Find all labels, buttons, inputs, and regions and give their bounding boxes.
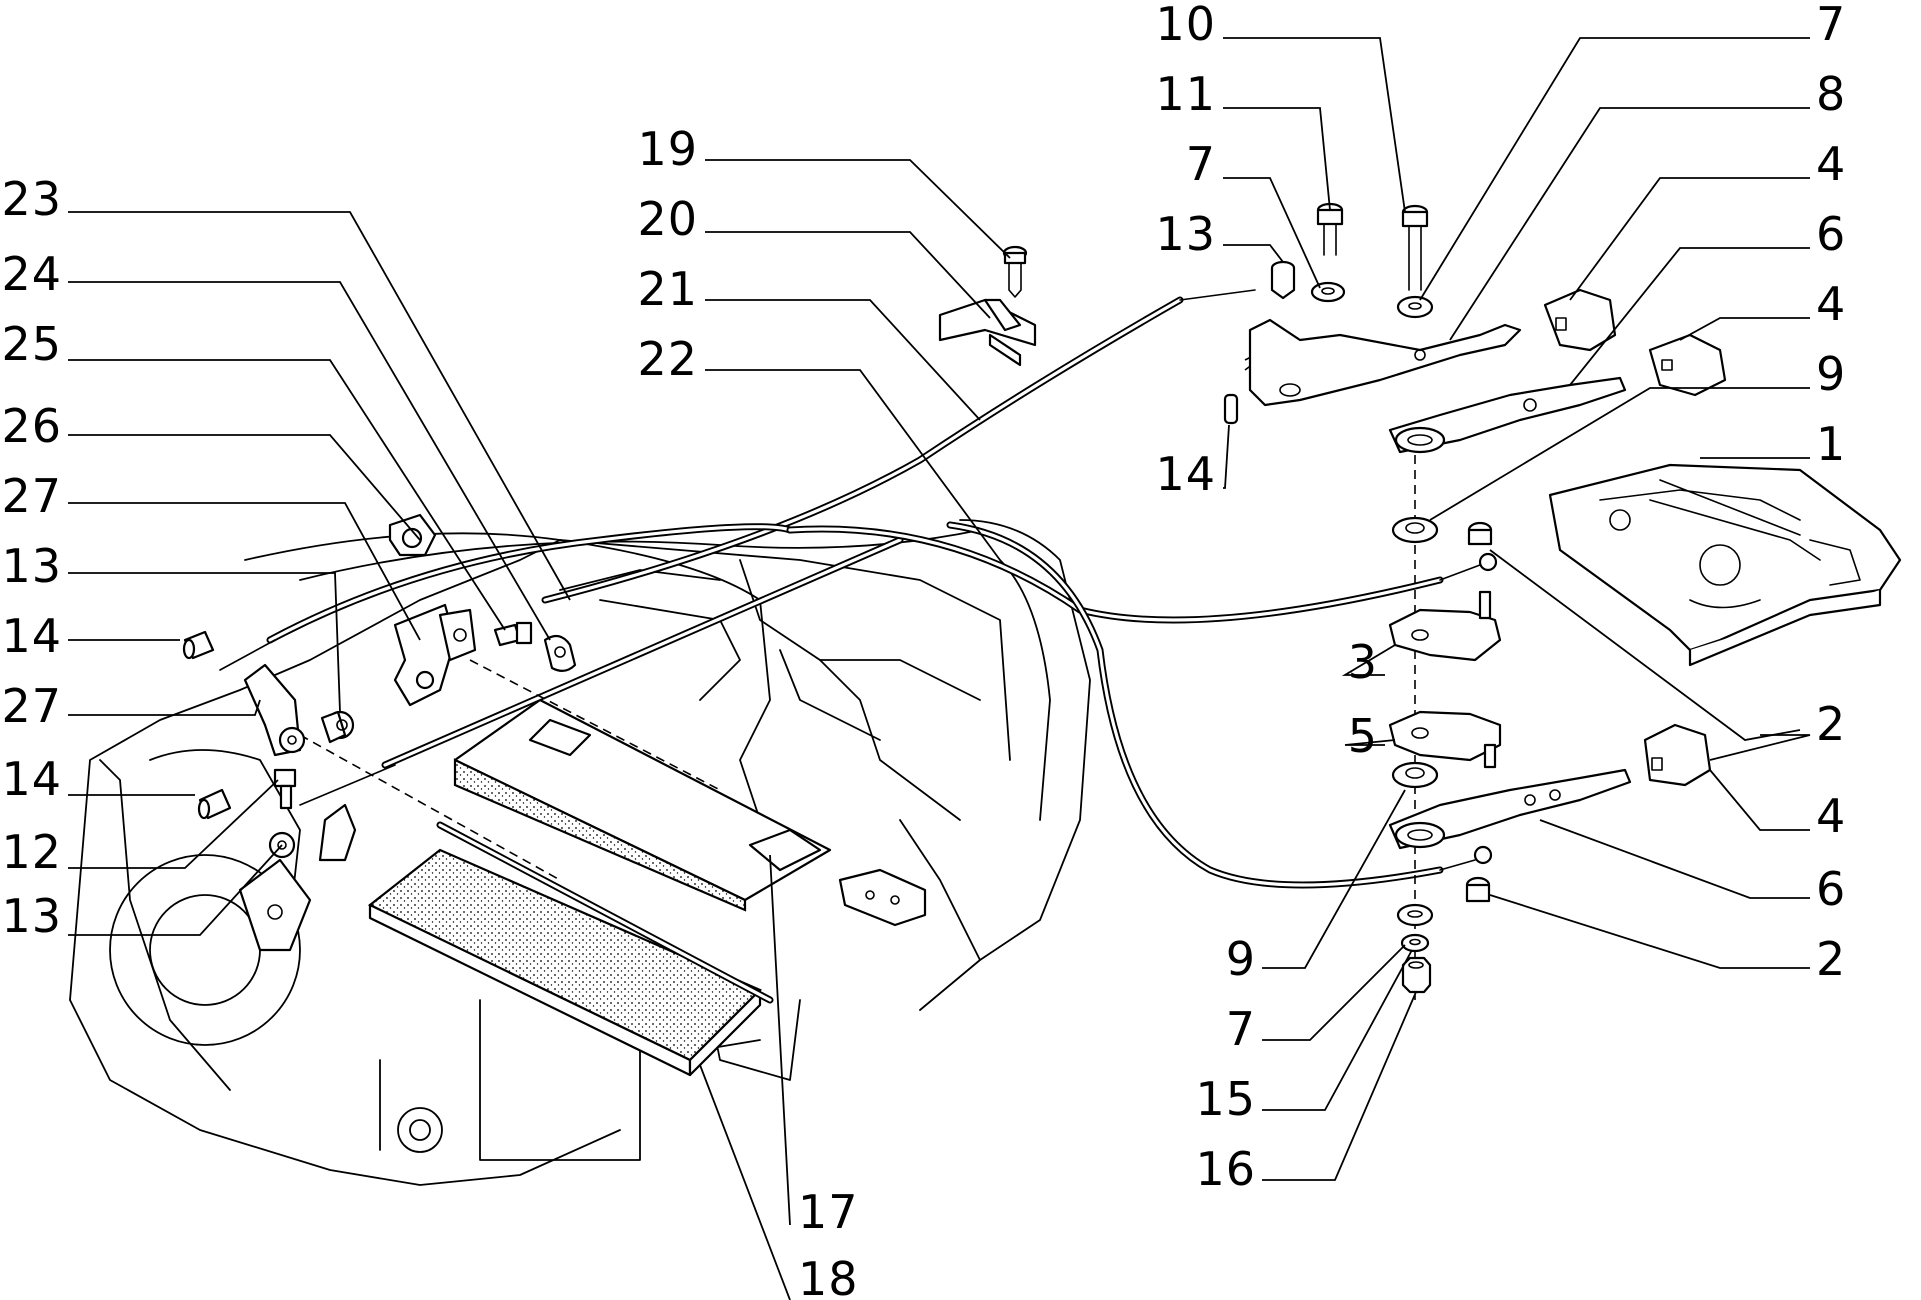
label-15: 15 [1195,1072,1256,1126]
label-13a: 13 [1,539,62,593]
knob-4c [1643,723,1712,787]
part-labels: 23 24 25 26 27 13 14 27 14 12 13 19 20 2… [1,0,1846,1300]
label-19: 19 [637,122,698,176]
label-25: 25 [1,317,62,371]
filter-cover [453,698,832,912]
label-8: 8 [1816,67,1846,121]
knob-25 [543,634,577,672]
cable-23 [266,523,794,644]
label-12: 12 [1,825,62,879]
bracket-left-27a [393,603,477,707]
label-4a: 4 [1816,137,1846,191]
lever-mech [238,803,357,952]
label-7a: 7 [1816,0,1846,51]
label-21: 21 [637,262,698,316]
label-9b: 9 [1226,932,1256,986]
label-26: 26 [1,399,62,453]
panel-1 [1548,463,1902,667]
pin-14a [182,630,215,660]
label-27a: 27 [1,469,62,523]
label-14b: 14 [1,752,62,806]
cable-22 [946,521,1493,889]
label-5: 5 [1348,709,1378,763]
housing-outline [69,519,1091,1186]
lever-27b [243,663,306,757]
label-24: 24 [1,247,62,301]
washer-9c [1396,903,1434,927]
lever-6a [1388,376,1627,454]
label-4b: 4 [1816,277,1846,331]
spacer-2b [1465,876,1491,903]
label-1: 1 [1816,417,1846,471]
label-23: 23 [1,172,62,226]
plate-5 [1388,710,1502,769]
label-16: 16 [1195,1142,1256,1196]
filter-element [367,848,762,1077]
label-4c: 4 [1816,789,1846,843]
pin-14c [1223,393,1239,425]
label-20: 20 [637,192,698,246]
label-10: 10 [1155,0,1216,51]
spacer-2a [1467,521,1493,546]
label-14c: 14 [1155,447,1216,501]
label-7c: 7 [1226,1002,1256,1056]
washer-9a [1391,516,1439,544]
label-17: 17 [798,1185,859,1239]
label-2b: 2 [1816,932,1846,986]
knob-4a [1543,288,1617,352]
label-14a: 14 [1,609,62,663]
plate-3 [1388,590,1502,662]
label-6b: 6 [1816,862,1846,916]
washer-7c [1400,933,1430,953]
label-22: 22 [637,332,698,386]
rod-lower [436,821,774,1004]
label-6a: 6 [1816,207,1846,261]
label-27b: 27 [1,679,62,733]
nut-16 [1401,956,1432,994]
label-18: 18 [798,1252,859,1300]
label-11: 11 [1155,67,1216,121]
cable-21 [541,289,1256,604]
lever-8 [1248,318,1522,407]
label-3: 3 [1348,635,1378,689]
leader-lines [68,37,1811,1300]
bolt-12 [273,768,297,810]
label-13b: 13 [1,889,62,943]
label-9a: 9 [1816,347,1846,401]
sleeve-13 [320,710,355,744]
clamp-20 [938,298,1037,367]
label-2a: 2 [1816,697,1846,751]
bolt-left-26 [493,621,533,647]
bolt-11 [1316,202,1344,256]
bolt-10 [1401,204,1429,291]
label-7b: 7 [1186,137,1216,191]
label-13c: 13 [1155,207,1216,261]
lever-6b [1388,768,1632,850]
washer-7a [1310,281,1346,303]
sleeve-13c [1270,260,1296,300]
washer-9b [1391,761,1439,789]
cable-left [219,639,396,806]
rod-upper [381,536,904,769]
washer-7b [1396,295,1434,319]
clip-26 [388,513,437,557]
pin-14b [197,788,232,820]
knob-4b [1648,333,1727,397]
